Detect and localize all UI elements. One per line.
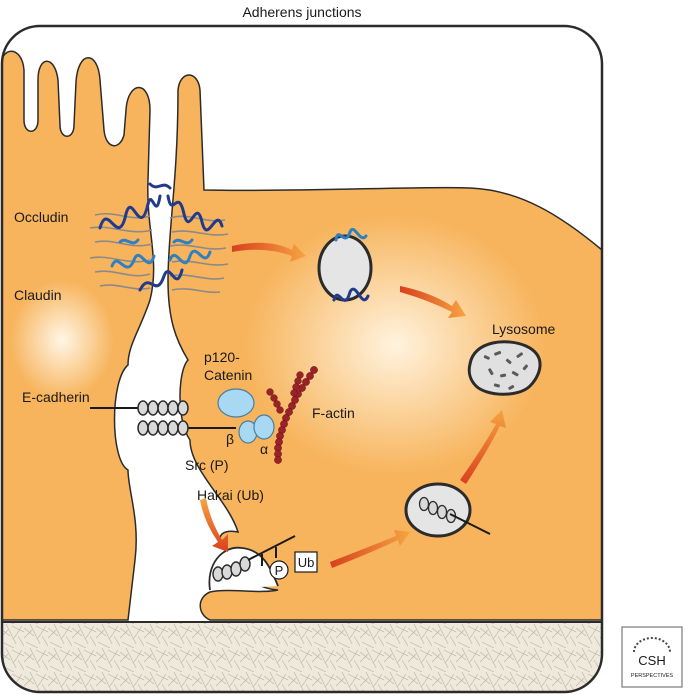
panel-frame (0, 24, 604, 694)
extracellular-matrix (2, 622, 602, 692)
claudin-strands (110, 238, 212, 269)
trafficking-arrows (200, 242, 506, 568)
label-src: Src (P) (185, 457, 229, 473)
logo-text-perspectives: PERSPECTIVES (631, 673, 674, 679)
occludin-strands (98, 182, 224, 292)
logo-text-csh: CSH (638, 653, 665, 668)
arrow-pit-to-vesicle (330, 530, 410, 568)
f-actin-filament (266, 366, 318, 464)
arrow-tj-to-vesicle (232, 242, 306, 262)
arrow-junction-to-pit (200, 498, 228, 552)
label-p120-line1: p120- (204, 349, 240, 365)
arrow-vesicle-to-lysosome (400, 286, 466, 318)
e-cadherin-complex (90, 400, 236, 436)
csh-perspectives-logo: CSH PERSPECTIVES (621, 626, 683, 688)
endocytic-pit (208, 535, 296, 591)
ubiquitin-box (294, 551, 318, 573)
label-ubiquitin: Ub (298, 555, 315, 570)
label-claudin: Claudin (14, 287, 61, 303)
label-occludin: Occludin (14, 209, 68, 225)
label-e-cadherin: E-cadherin (22, 389, 90, 405)
phospho-marker (269, 560, 289, 580)
diagram-title: Adherens junctions (242, 4, 361, 20)
ecad-vesicle (404, 482, 491, 538)
catenin-complex (217, 388, 275, 444)
label-hakai: Hakai (Ub) (197, 487, 264, 503)
label-phospho: P (275, 563, 284, 578)
lysosome-organelle (467, 340, 542, 396)
label-f-actin: F-actin (312, 405, 355, 421)
arrow-vesicle2-to-lysosome (460, 410, 506, 484)
panel-content (2, 26, 602, 692)
tj-vesicle (317, 228, 373, 302)
label-beta-catenin: β (226, 431, 234, 447)
label-alpha-catenin: α (260, 441, 268, 457)
label-p120-line2: Catenin (204, 367, 252, 383)
label-lysosome: Lysosome (492, 321, 556, 337)
tight-junction-fibers (89, 213, 229, 294)
